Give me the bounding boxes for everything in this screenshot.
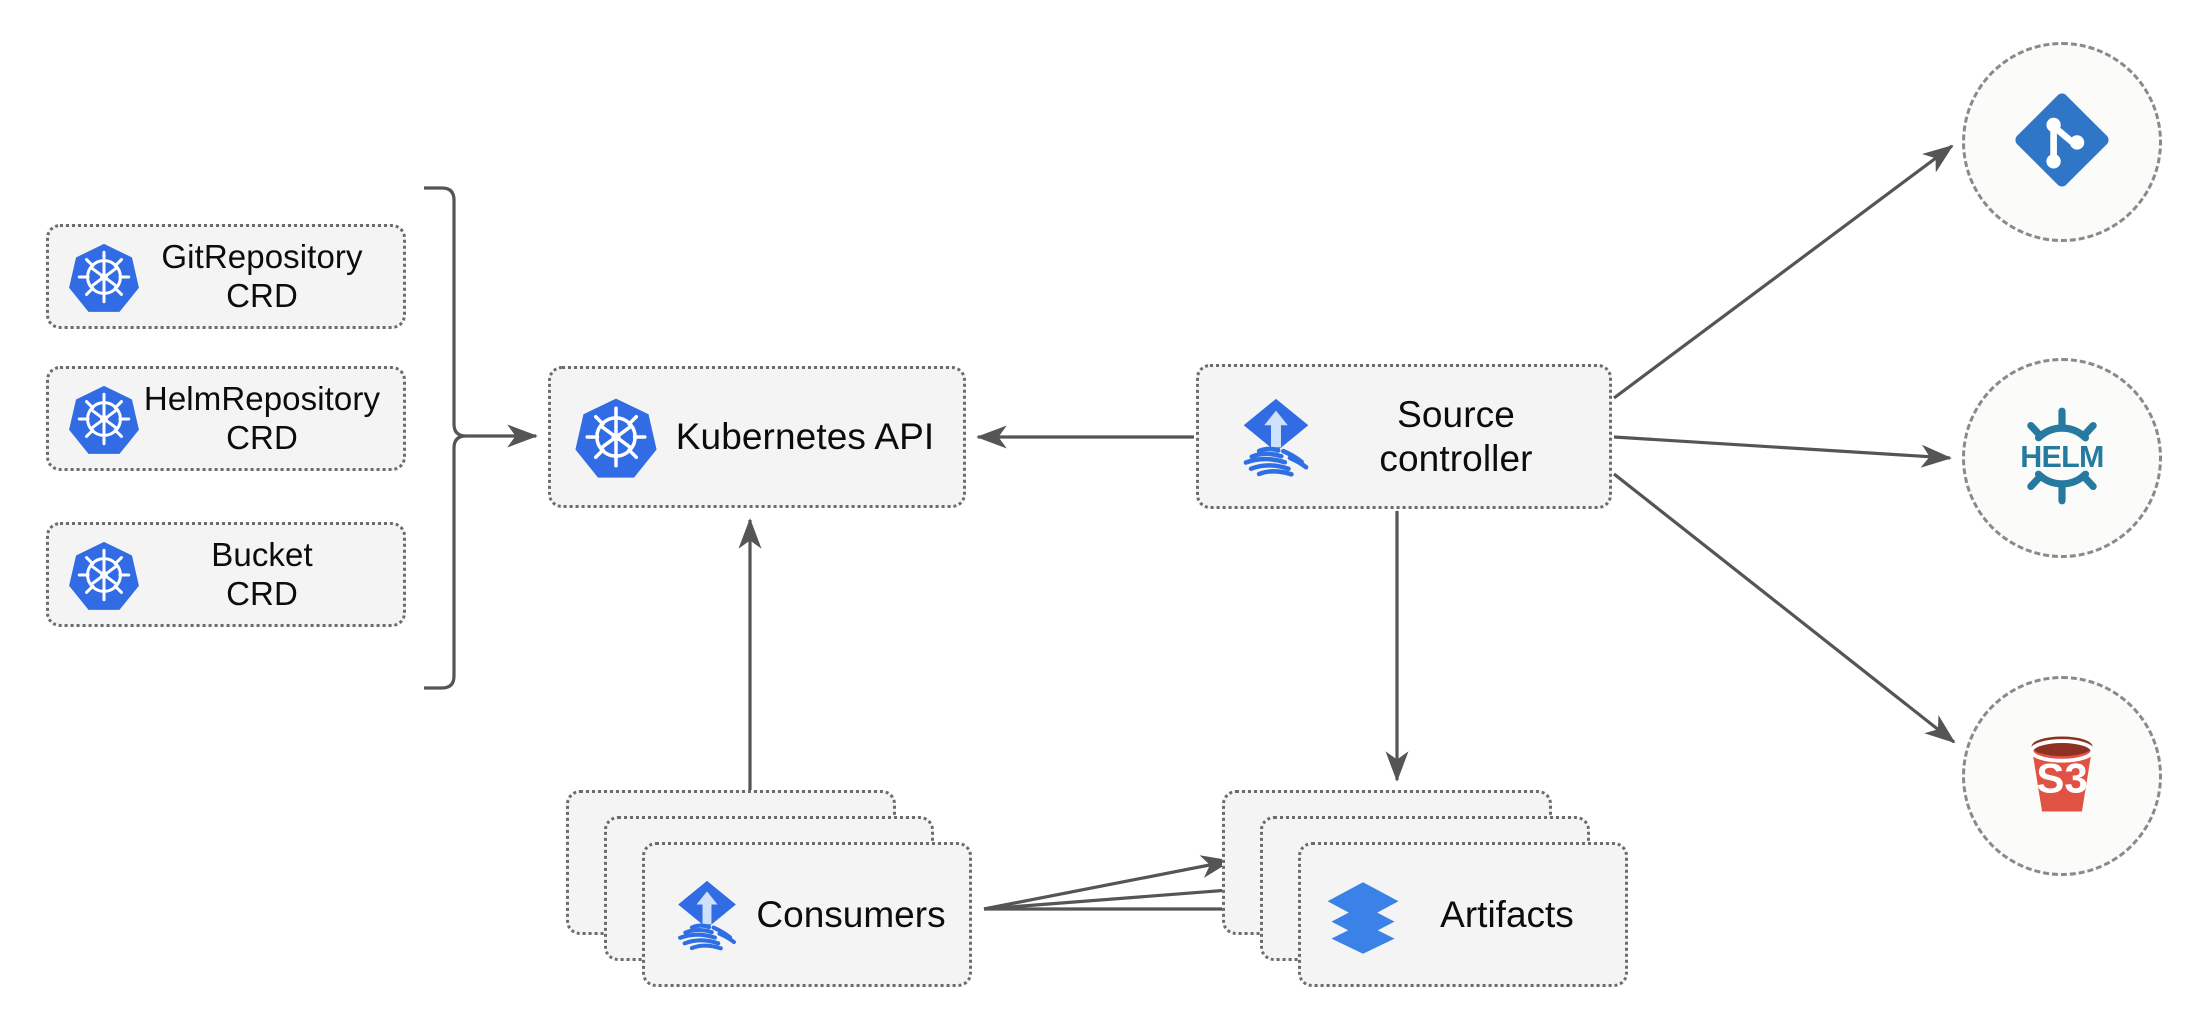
helm-icon: HELM	[2006, 400, 2118, 517]
node-source-controller[interactable]: Source controller	[1196, 364, 1612, 509]
external-s3[interactable]: S3	[1962, 676, 2162, 876]
flux-icon	[665, 873, 749, 957]
crd-card-helmrepository[interactable]: HelmRepository CRD	[46, 366, 406, 471]
s3-wordmark: S3	[2036, 754, 2087, 801]
node-label: Consumers	[756, 893, 946, 935]
s3-bucket-icon: S3	[2006, 718, 2118, 835]
node-label: Source controller	[1379, 393, 1533, 479]
crd-label: GitRepository CRD	[161, 237, 363, 314]
crd-card-gitrepository[interactable]: GitRepository CRD	[46, 224, 406, 329]
node-label: Artifacts	[1440, 893, 1574, 935]
edge-consumers-to-artifacts-1	[983, 855, 1232, 911]
layers-icon	[1321, 873, 1405, 957]
kubernetes-icon	[573, 394, 659, 480]
crd-card-bucket[interactable]: Bucket CRD	[46, 522, 406, 627]
consumers-card-front[interactable]: Consumers	[642, 842, 972, 987]
kubernetes-icon	[67, 240, 141, 314]
edge-source-to-s3	[1613, 472, 1956, 744]
artifacts-card-front[interactable]: Artifacts	[1298, 842, 1628, 987]
node-kubernetes-api[interactable]: Kubernetes API	[548, 366, 966, 508]
external-git[interactable]	[1962, 42, 2162, 242]
kubernetes-icon	[67, 382, 141, 456]
edge-source-to-helm	[1613, 435, 1952, 468]
kubernetes-icon	[67, 538, 141, 612]
crd-group-bracket	[424, 186, 467, 690]
crd-label: HelmRepository CRD	[143, 379, 381, 456]
node-artifacts[interactable]: Artifacts	[1222, 790, 1628, 987]
edge-source-to-git	[1613, 144, 1954, 400]
crd-label: Bucket CRD	[211, 535, 313, 612]
flux-icon	[1229, 390, 1323, 484]
git-icon	[2006, 84, 2118, 201]
node-consumers[interactable]: Consumers	[566, 790, 972, 987]
external-helm[interactable]: HELM	[1962, 358, 2162, 558]
helm-wordmark: HELM	[2020, 440, 2103, 474]
node-label: Kubernetes API	[675, 416, 935, 458]
